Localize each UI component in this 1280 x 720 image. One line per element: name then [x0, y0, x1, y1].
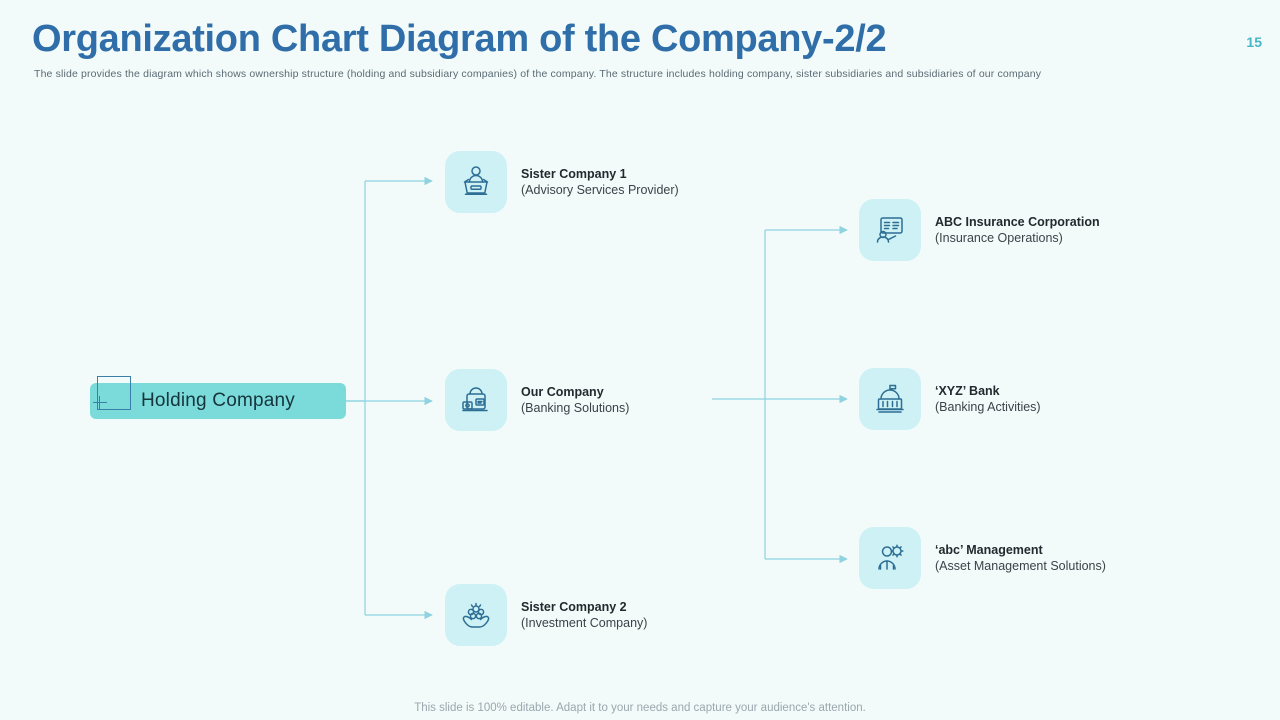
node-title: ABC Insurance Corporation: [935, 214, 1100, 229]
node-xyz-bank-text: ‘XYZ’ Bank (Banking Activities): [935, 383, 1041, 416]
node-title: Sister Company 2: [521, 599, 627, 614]
node-title: ‘XYZ’ Bank: [935, 383, 1000, 398]
node-holding-company-label: Holding Company: [140, 390, 296, 411]
node-title: Our Company: [521, 384, 604, 399]
page-number: 15: [1246, 34, 1262, 50]
node-subtitle: (Banking Activities): [935, 400, 1041, 414]
node-sister-company-1-text: Sister Company 1 (Advisory Services Prov…: [521, 166, 679, 199]
node-subtitle: (Banking Solutions): [521, 401, 630, 415]
org-chart-diagram: Holding Company Sister Company 1 (Adviso…: [0, 100, 1280, 670]
bank-vault-money-icon: [445, 369, 507, 431]
square-outline-icon: [93, 376, 131, 410]
node-abc-insurance-text: ABC Insurance Corporation (Insurance Ope…: [935, 214, 1100, 247]
presentation-board-person-icon: [859, 199, 921, 261]
person-gear-icon: [859, 527, 921, 589]
node-abc-management-text: ‘abc’ Management (Asset Management Solut…: [935, 542, 1106, 575]
connector-lines: [346, 176, 848, 620]
podium-speaker-icon: [445, 151, 507, 213]
node-our-company[interactable]: Our Company (Banking Solutions): [445, 369, 629, 431]
node-sister-company-2[interactable]: Sister Company 2 (Investment Company): [445, 584, 647, 646]
page-title: Organization Chart Diagram of the Compan…: [32, 18, 887, 60]
node-sister-company-2-text: Sister Company 2 (Investment Company): [521, 599, 647, 632]
node-xyz-bank[interactable]: ‘XYZ’ Bank (Banking Activities): [859, 368, 1041, 430]
node-title: Sister Company 1: [521, 166, 627, 181]
node-abc-management[interactable]: ‘abc’ Management (Asset Management Solut…: [859, 527, 1106, 589]
node-holding-company[interactable]: Holding Company: [90, 383, 346, 419]
node-abc-insurance-corporation[interactable]: ABC Insurance Corporation (Insurance Ope…: [859, 199, 1100, 261]
node-subtitle: (Asset Management Solutions): [935, 559, 1106, 573]
node-our-company-text: Our Company (Banking Solutions): [521, 384, 629, 417]
node-subtitle: (Insurance Operations): [935, 231, 1063, 245]
node-sister-company-1[interactable]: Sister Company 1 (Advisory Services Prov…: [445, 151, 679, 213]
node-subtitle: (Investment Company): [521, 616, 648, 630]
node-title: ‘abc’ Management: [935, 542, 1043, 557]
hands-growth-icon: [445, 584, 507, 646]
page-subtitle: The slide provides the diagram which sho…: [34, 68, 1042, 80]
bank-building-icon: [859, 368, 921, 430]
node-subtitle: (Advisory Services Provider): [521, 183, 679, 197]
footer-note: This slide is 100% editable. Adapt it to…: [414, 702, 866, 714]
